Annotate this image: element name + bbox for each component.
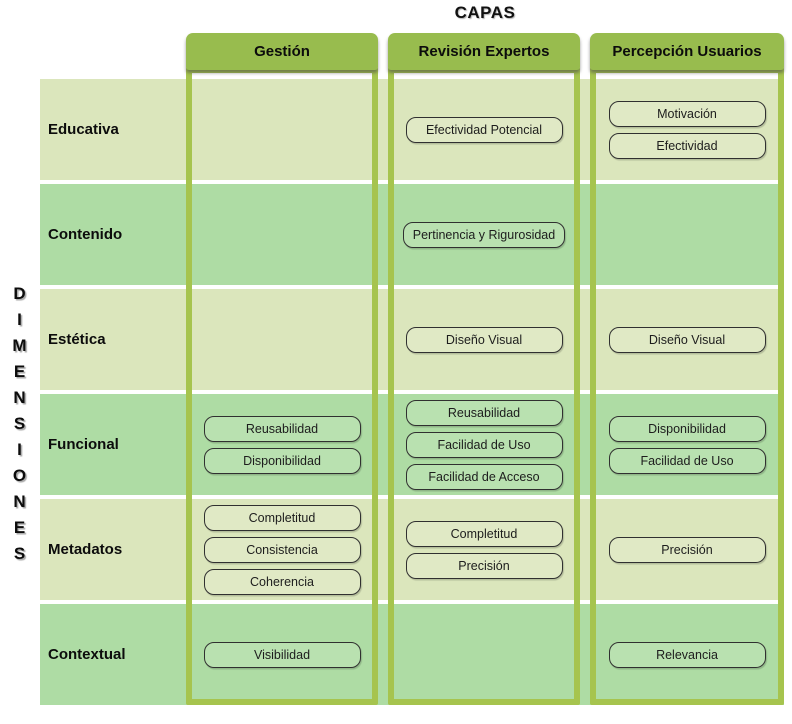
- pill-facilidad-de-uso-percepcion: Facilidad de Uso: [608, 447, 766, 474]
- row-label-estetica: Estética: [48, 331, 106, 348]
- pill-completitud-revision: Completitud: [405, 520, 563, 547]
- cell-educativa-gestion: [186, 79, 378, 180]
- cell-contextual-revision: [388, 604, 580, 705]
- row-label-funcional: Funcional: [48, 436, 119, 453]
- pill-motivacion: Motivación: [608, 100, 766, 127]
- row-educativa: Educativa Efectividad Potencial Motivaci…: [40, 79, 784, 180]
- matrix-rows: Educativa Efectividad Potencial Motivaci…: [40, 79, 784, 705]
- row-label-contextual: Contextual: [48, 646, 126, 663]
- row-label-contenido: Contenido: [48, 226, 123, 243]
- cell-funcional-revision: Reusabilidad Facilidad de Uso Facilidad …: [388, 394, 580, 495]
- row-label-educativa: Educativa: [48, 121, 119, 138]
- row-estetica: Estética Diseño Visual Diseño Visual: [40, 289, 784, 390]
- column-header-gestion: Gestión: [186, 33, 378, 70]
- pill-relevancia: Relevancia: [608, 641, 766, 668]
- cell-contenido-gestion: [186, 184, 378, 285]
- cell-metadatos-revision: Completitud Precisión: [388, 499, 580, 600]
- row-metadatos: Metadatos Completitud Consistencia Coher…: [40, 499, 784, 600]
- pill-precision-revision: Precisión: [405, 552, 563, 579]
- cell-contextual-percepcion: Relevancia: [590, 604, 784, 705]
- dimensiones-axis-label: DIMENSIONES: [10, 284, 29, 570]
- row-contextual: Contextual Visibilidad Relevancia: [40, 604, 784, 705]
- pill-consistencia: Consistencia: [203, 536, 361, 563]
- pill-efectividad: Efectividad: [608, 132, 766, 159]
- pill-precision-percepcion: Precisión: [608, 536, 766, 563]
- row-label-metadatos: Metadatos: [48, 541, 123, 558]
- pill-completitud-gestion: Completitud: [203, 504, 361, 531]
- pill-coherencia: Coherencia: [203, 568, 361, 595]
- pill-facilidad-de-uso-revision: Facilidad de Uso: [405, 431, 563, 458]
- pill-reusabilidad-revision: Reusabilidad: [405, 399, 563, 426]
- cell-metadatos-gestion: Completitud Consistencia Coherencia: [186, 499, 378, 600]
- cell-estetica-percepcion: Diseño Visual: [590, 289, 784, 390]
- pill-facilidad-de-acceso: Facilidad de Acceso: [405, 463, 563, 490]
- row-contenido: Contenido Pertinencia y Rigurosidad: [40, 184, 784, 285]
- pill-reusabilidad-gestion: Reusabilidad: [203, 415, 361, 442]
- cell-estetica-gestion: [186, 289, 378, 390]
- row-funcional: Funcional Reusabilidad Disponibilidad Re…: [40, 394, 784, 495]
- pill-diseno-visual-percepcion: Diseño Visual: [608, 326, 766, 353]
- cell-funcional-gestion: Reusabilidad Disponibilidad: [186, 394, 378, 495]
- column-header-revision-expertos: Revisión Expertos: [388, 33, 580, 70]
- cell-contenido-revision: Pertinencia y Rigurosidad: [388, 184, 580, 285]
- cell-estetica-revision: Diseño Visual: [388, 289, 580, 390]
- pill-disponibilidad-percepcion: Disponibilidad: [608, 415, 766, 442]
- cell-contenido-percepcion: [590, 184, 784, 285]
- pill-visibilidad: Visibilidad: [203, 641, 361, 668]
- capas-axis-title: CAPAS: [454, 3, 516, 22]
- pill-diseno-visual-revision: Diseño Visual: [405, 326, 563, 353]
- pill-pertinencia-y-rigurosidad: Pertinencia y Rigurosidad: [402, 221, 566, 248]
- cell-funcional-percepcion: Disponibilidad Facilidad de Uso: [590, 394, 784, 495]
- cell-metadatos-percepcion: Precisión: [590, 499, 784, 600]
- cell-contextual-gestion: Visibilidad: [186, 604, 378, 705]
- pill-efectividad-potencial: Efectividad Potencial: [405, 116, 563, 143]
- cell-educativa-percepcion: Motivación Efectividad: [590, 79, 784, 180]
- cell-educativa-revision: Efectividad Potencial: [388, 79, 580, 180]
- column-header-percepcion-usuarios: Percepción Usuarios: [590, 33, 784, 70]
- pill-disponibilidad-gestion: Disponibilidad: [203, 447, 361, 474]
